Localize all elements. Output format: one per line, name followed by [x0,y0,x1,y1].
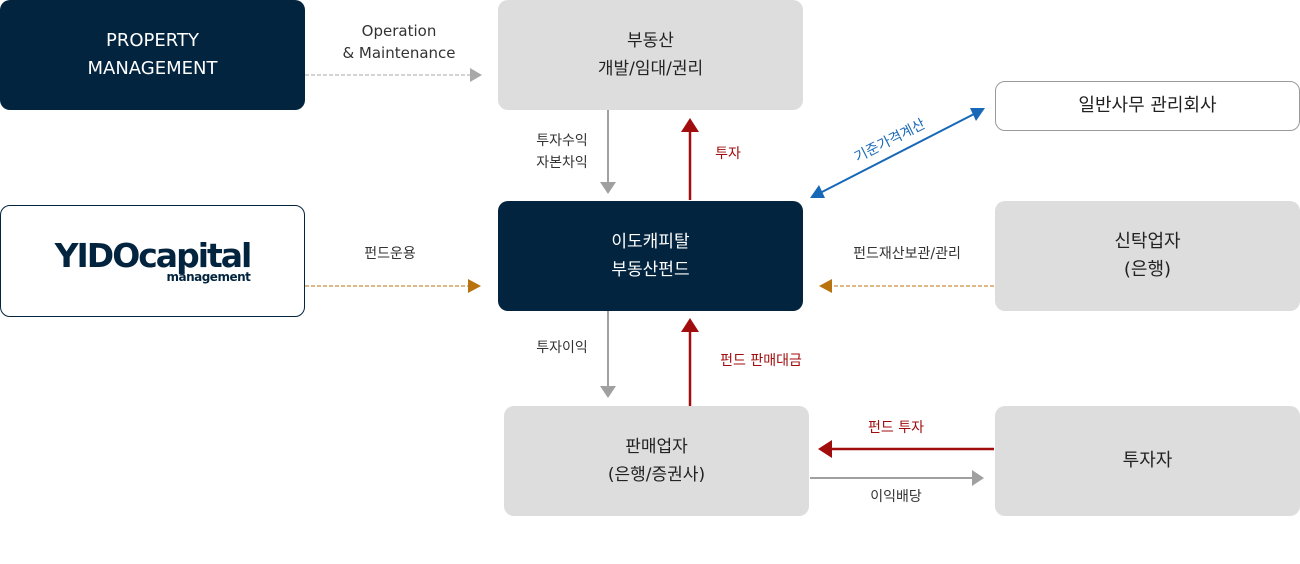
arrow-investment-profit [600,311,616,398]
node-yido-capital-logo: YIDOcapital management [0,205,305,317]
node-fund: 이도캐피탈 부동산펀드 [498,201,803,311]
node-general-admin: 일반사무 관리회사 [995,81,1300,131]
label-dividend: 이익배당 [852,486,940,508]
arrow-fund-investment [818,440,994,458]
arrow-dividend [810,470,984,486]
node-investor: 투자자 [995,406,1300,516]
node-label: MANAGEMENT [87,58,218,79]
node-label: (은행/증권사) [607,465,706,485]
label-fund-investment: 펀드 투자 [850,417,942,439]
arrow-fund-management [305,279,481,293]
label-investment-return: 투자수익 자본차익 [524,130,600,174]
arrow-operation-maintenance [305,68,482,82]
node-label: 일반사무 관리회사 [1078,95,1217,116]
arrow-investment-return [600,110,616,194]
label-line: 자본차익 [536,155,588,171]
label-line: Operation [361,22,437,40]
label-operation-maintenance: Operation & Maintenance [320,20,478,64]
label-line: 투자이익 [536,340,588,356]
node-label: (은행) [1123,259,1172,280]
label-line: 펀드운용 [364,246,416,262]
arrow-base-price-calc [810,108,985,198]
node-label: 부동산펀드 [611,260,690,280]
node-real-estate: 부동산 개발/임대/권리 [498,0,803,110]
logo-sub-text: management [166,270,251,284]
label-investment-profit: 투자이익 [524,337,600,359]
node-property-management: PROPERTY MANAGEMENT [0,0,305,110]
label-fund-management: 펀드운용 [350,243,430,265]
node-label: 신탁업자 [1114,231,1181,252]
node-trustee: 신탁업자 (은행) [995,201,1300,311]
label-investment: 투자 [706,143,750,165]
arrow-fund-sales-proceeds [681,318,699,406]
node-label: 개발/임대/권리 [597,59,704,79]
node-label: 부동산 [627,31,674,51]
node-label: 판매업자 [625,437,688,457]
label-fund-custody: 펀드재산보관/관리 [832,243,982,265]
logo-main-text: YIDOcapital [54,236,253,275]
node-label: PROPERTY [106,30,199,51]
label-line: 이익배당 [870,489,922,505]
label-fund-sales-proceeds: 펀드 판매대금 [706,350,816,372]
arrow-fund-custody [819,279,994,293]
label-line: 투자 [715,146,741,162]
node-label: 투자자 [1122,450,1173,471]
label-line: 펀드재산보관/관리 [853,246,961,262]
node-distributor: 판매업자 (은행/증권사) [504,406,809,516]
label-line: 펀드 투자 [868,420,924,436]
label-line: 투자수익 [536,133,588,149]
arrow-investment [681,118,699,200]
yido-capital-logo: YIDOcapital management [54,236,253,284]
label-line: 펀드 판매대금 [720,353,802,369]
label-line: & Maintenance [342,44,456,62]
node-label: 이도캐피탈 [611,232,690,252]
